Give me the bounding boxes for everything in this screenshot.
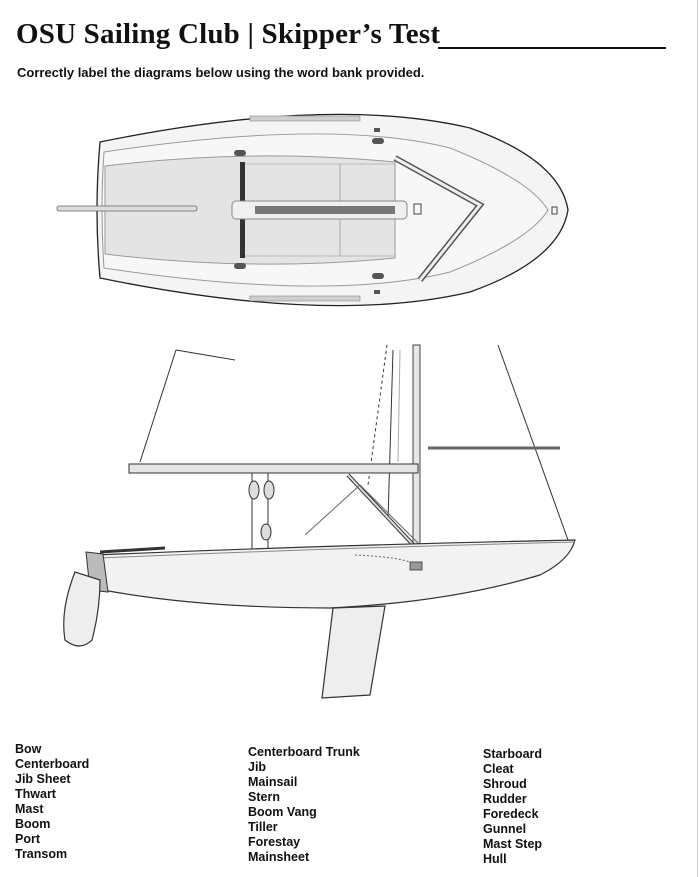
hull: [94, 539, 576, 609]
word-bank-column-2: Centerboard Trunk Jib Mainsail Stern Boo…: [248, 745, 360, 865]
word-bank-term: Boom Vang: [248, 805, 317, 819]
word-bank-term: Thwart: [15, 787, 56, 801]
shroud: [387, 349, 394, 521]
word-bank-term: Jib: [248, 760, 267, 774]
word-bank-term: Mainsheet: [248, 850, 310, 864]
mainsail-leech-to-mast: [397, 349, 401, 463]
gunnel: [99, 541, 576, 559]
word-bank-term: Gunnel: [483, 822, 527, 836]
word-bank-term: Rudder: [483, 792, 527, 806]
word-bank-term: Jib Sheet: [15, 772, 71, 786]
word-bank-term: Centerboard Trunk: [248, 745, 360, 759]
boom: [128, 463, 419, 474]
word-bank-column-3: Starboard Cleat Shroud Rudder Foredeck G…: [483, 747, 542, 867]
instructions: Correctly label the diagrams below using…: [17, 65, 425, 80]
jib: [497, 344, 569, 541]
word-bank-term: Shroud: [483, 777, 527, 791]
tiller-side: [99, 546, 166, 554]
tiller: [56, 205, 198, 212]
word-bank-column-1: Bow Centerboard Jib Sheet Thwart Mast Bo…: [15, 742, 89, 862]
word-bank-term: Transom: [15, 847, 68, 861]
word-bank-term: Foredeck: [483, 807, 539, 821]
word-bank-term: Hull: [483, 852, 507, 866]
word-bank-term: Mast: [15, 802, 44, 816]
sailboat-side-view-diagram: [63, 344, 576, 699]
mainsail: [139, 349, 177, 463]
word-bank-term: Tiller: [248, 820, 278, 834]
sailboat-top-view-diagram: [56, 113, 569, 307]
word-bank-term: Port: [15, 832, 40, 846]
word-bank-term: Bow: [15, 742, 42, 756]
word-bank-term: Starboard: [483, 747, 543, 761]
word-bank-term: Centerboard: [15, 757, 90, 771]
word-bank-term: Mast Step: [483, 837, 543, 851]
word-bank-term: Forestay: [248, 835, 301, 849]
word-bank-term: Stern: [248, 790, 280, 804]
word-bank-term: Mainsail: [248, 775, 298, 789]
page-edge: [697, 0, 698, 877]
mainsheet: [248, 473, 275, 550]
word-bank-term: Cleat: [483, 762, 514, 776]
page-title: OSU Sailing Club | Skipper’s Test: [16, 18, 441, 50]
gunnel-strip-bottom: [249, 295, 361, 302]
name-blank-line: [438, 47, 666, 49]
mast: [412, 344, 421, 571]
rudder: [63, 571, 101, 647]
gunnel-strip-top: [249, 115, 361, 122]
centerboard: [321, 605, 386, 699]
mast-step: [409, 561, 423, 571]
word-bank-term: Boom: [15, 817, 51, 831]
